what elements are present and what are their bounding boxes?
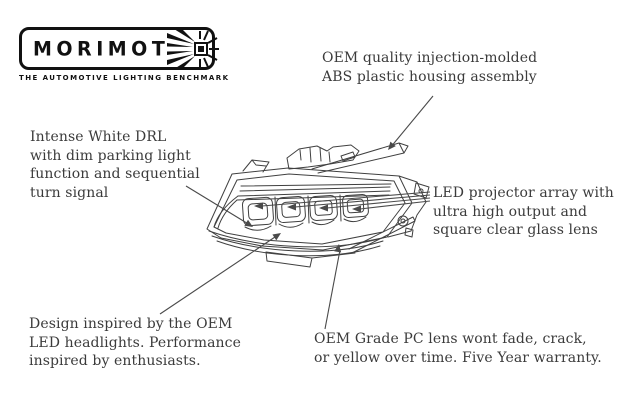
callout-arrow-lens [334, 244, 342, 253]
callout-line-projector-2 [294, 194, 431, 208]
right-housing-edge [387, 175, 427, 238]
annotation-line: ultra high output and [433, 203, 588, 220]
annotation-line: with dim parking light [30, 147, 191, 164]
reflector-line-1 [240, 183, 392, 187]
callout-line-housing [389, 95, 434, 149]
annotation-line: or yellow over time. Five Year warranty. [314, 349, 602, 366]
morimoto-logo: MORIMOT [19, 27, 230, 82]
callout-arrow-design [272, 233, 281, 241]
drl-hook-outer [213, 195, 239, 228]
logo-wordmark: MORIMOT [33, 36, 170, 61]
flange-clip [340, 151, 356, 162]
top-left-bracket [242, 159, 270, 173]
lens-sweep-2 [211, 235, 384, 252]
drl-band-top [237, 190, 391, 197]
callout-line-projector-3 [326, 197, 431, 209]
projector-3-arc [311, 219, 335, 226]
annotation-line: LED headlights. Performance [29, 334, 241, 351]
callout-line-projector-1 [261, 191, 431, 207]
annotation-line: LED projector array with [433, 185, 614, 201]
projector-2-arc [278, 222, 304, 228]
housing-hump-ribs [299, 147, 331, 163]
lens-sweep-1 [208, 230, 387, 248]
annotation-line: turn signal [30, 184, 109, 201]
logo-box: MORIMOT [19, 27, 220, 70]
projector-1-arc [244, 225, 272, 231]
annotation-line: OEM Grade PC lens wont fade, crack, [314, 331, 587, 347]
annotation-line: square clear glass lens [433, 222, 598, 238]
callout-arrow-drl [244, 219, 253, 227]
annotation-line: inspired by enthusiasts. [29, 353, 201, 369]
annotation-design: Design inspired by the OEM LED headlight… [29, 315, 241, 371]
logo-tagline: THE AUTOMOTIVE LIGHTING BENCHMARK [19, 74, 230, 82]
callout-arrow-projector-2 [287, 203, 296, 211]
callout-lines [159, 95, 434, 330]
drl-hook-inner [217, 199, 238, 229]
annotation-line: OEM quality injection-molded [322, 50, 538, 66]
projector-2 [276, 195, 306, 224]
adjuster-socket [404, 227, 414, 238]
annotation-drl: Intense White DRL with dim parking light… [30, 128, 200, 202]
annotation-lens: OEM Grade PC lens wont fade, crack, or y… [314, 330, 602, 367]
bezel-outline-inner [213, 173, 406, 245]
projector-4-arc [343, 216, 367, 223]
callout-line-drl [185, 185, 251, 226]
headlight-drawing [206, 142, 430, 268]
callout-line-lens [324, 249, 341, 330]
callout-arrow-housing [388, 141, 396, 150]
lower-right-strip [348, 216, 416, 254]
annotation-line: Design inspired by the OEM [29, 316, 233, 332]
callout-line-projector-4 [359, 200, 431, 210]
annotation-line: function and sequential [30, 166, 200, 182]
callout-arrow-projector-3 [319, 204, 328, 212]
callout-arrow-projector-4 [352, 205, 361, 213]
bezel-outline-outer [206, 167, 413, 251]
annotation-projector: LED projector array with ultra high outp… [433, 184, 614, 240]
annotation-housing: OEM quality injection-molded ABS plastic… [322, 49, 537, 86]
callout-line-design [159, 234, 279, 315]
annotation-line: ABS plastic housing assembly [322, 68, 537, 85]
mounting-flange [311, 142, 409, 174]
callout-arrow-projector-1 [254, 202, 263, 210]
projector-1 [241, 196, 274, 227]
adjuster-outer [397, 215, 409, 227]
projector-dividers [274, 194, 342, 226]
sunburst-o-icon [167, 28, 220, 69]
reflector-line-2 [239, 186, 391, 192]
lower-chin-tab [265, 251, 356, 268]
annotation-line: Intense White DRL [30, 129, 167, 145]
